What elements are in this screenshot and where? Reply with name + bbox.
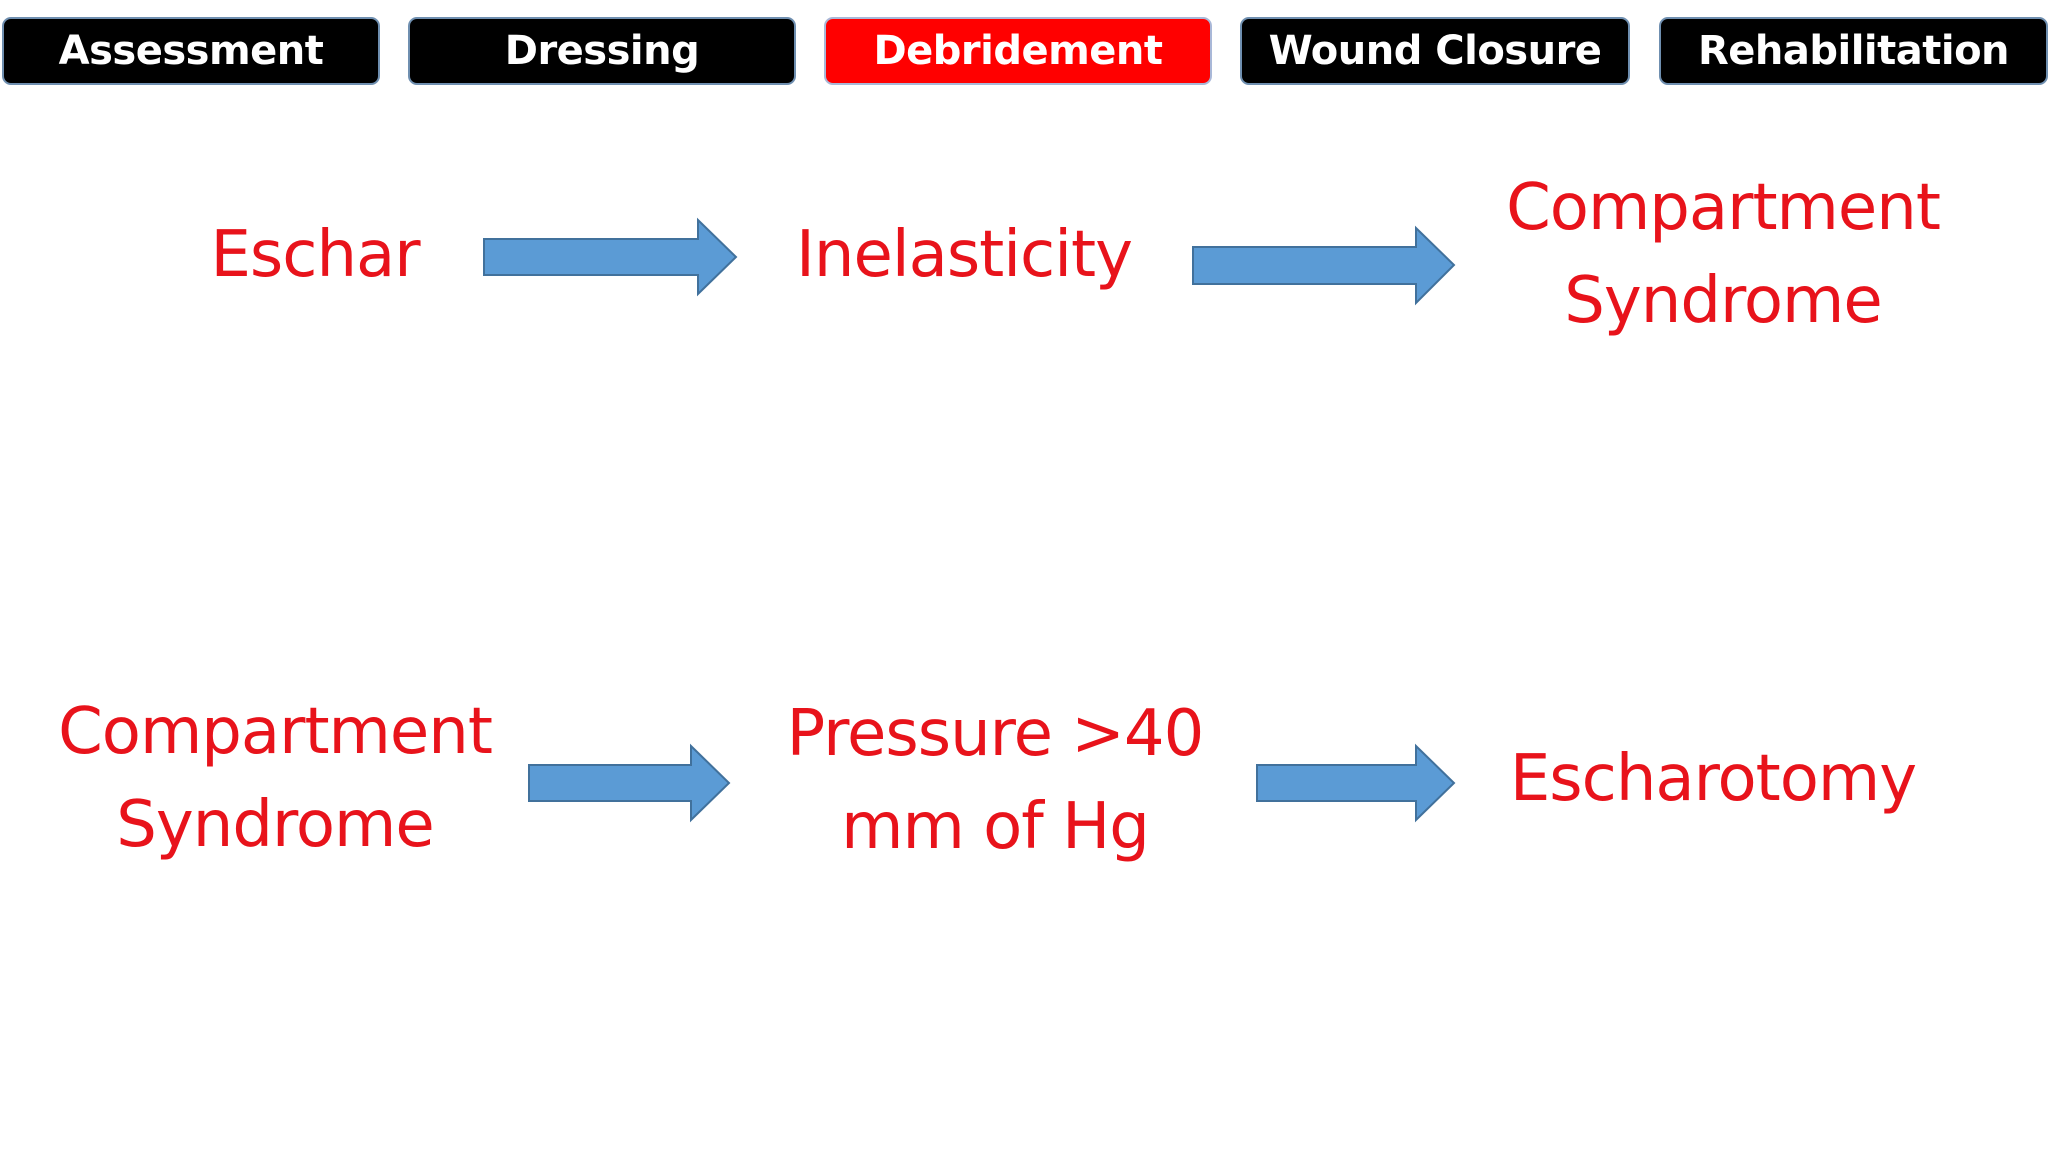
node-eschar: Eschar: [195, 209, 435, 302]
node-line: Syndrome: [1564, 264, 1882, 338]
node-escharotomy: Escharotomy: [1488, 733, 1938, 826]
flow-arrow: [528, 743, 731, 823]
flow-arrow: [1256, 743, 1456, 823]
tab-wound-closure[interactable]: Wound Closure: [1240, 17, 1630, 85]
node-line: Escharotomy: [1509, 742, 1917, 816]
node-line: mm of Hg: [841, 790, 1150, 864]
tab-assessment[interactable]: Assessment: [2, 17, 380, 85]
node-compartment-syndrome-2: Compartment Syndrome: [30, 686, 520, 872]
node-compartment-syndrome-1: Compartment Syndrome: [1478, 162, 1968, 348]
tab-debridement[interactable]: Debridement: [824, 17, 1212, 85]
node-pressure: Pressure >40 mm of Hg: [775, 688, 1215, 874]
node-line: Compartment: [1506, 171, 1941, 245]
tab-dressing[interactable]: Dressing: [408, 17, 796, 85]
node-line: Inelasticity: [796, 218, 1133, 292]
node-line: Compartment: [58, 695, 493, 769]
flow-arrow: [1192, 225, 1456, 306]
node-line: Syndrome: [116, 788, 434, 862]
node-line: Eschar: [210, 218, 420, 292]
node-inelasticity: Inelasticity: [780, 209, 1148, 302]
tab-rehabilitation[interactable]: Rehabilitation: [1659, 17, 2048, 85]
flow-arrow: [483, 217, 738, 297]
node-line: Pressure >40: [786, 697, 1205, 771]
